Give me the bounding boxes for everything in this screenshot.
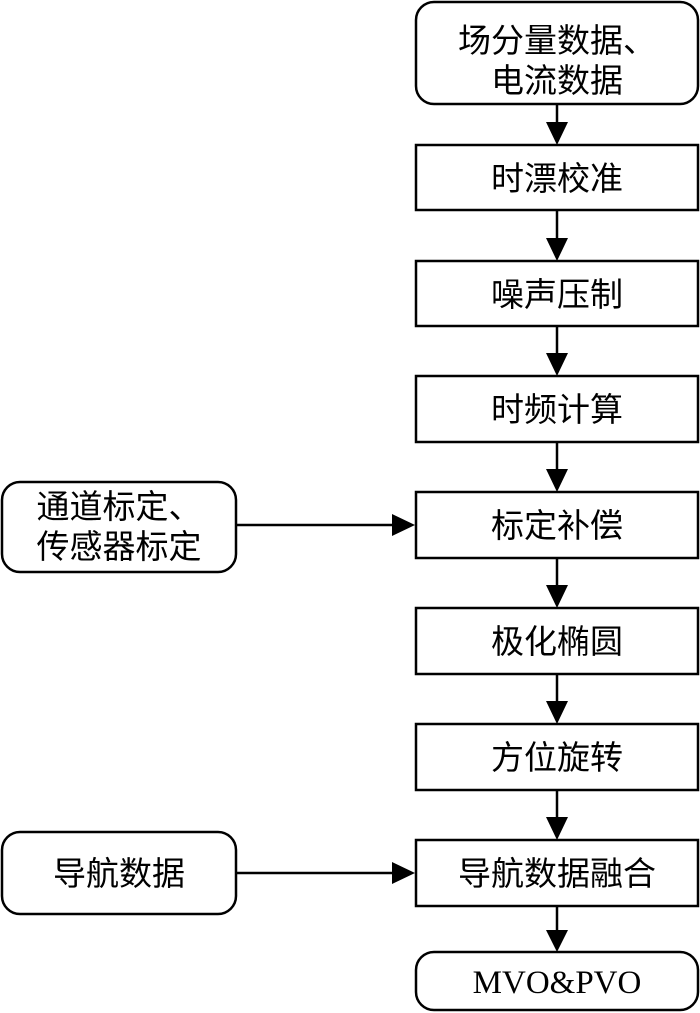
node-label: 方位旋转 xyxy=(491,738,623,777)
node-box xyxy=(414,0,700,106)
node-box xyxy=(414,259,700,328)
node-polarization-ellipse: 极化椭圆 xyxy=(414,606,700,676)
edges xyxy=(236,104,568,952)
node-label: 时漂校准 xyxy=(491,159,623,198)
node-label: 传感器标定 xyxy=(37,527,202,566)
edge-navdata-to-navfusion xyxy=(236,862,415,884)
edge-azimuth-to-navfusion xyxy=(546,790,568,840)
node-channel-sensor-calibration: 通道标定、 传感器标定 xyxy=(0,480,238,574)
edge-calcomp-to-polar xyxy=(546,558,568,608)
node-field-current-data: 场分量数据、 电流数据 xyxy=(414,0,700,106)
node-box xyxy=(414,374,700,444)
node-label: 导航数据 xyxy=(53,854,185,893)
node-noise-suppression: 噪声压制 xyxy=(414,259,700,328)
node-box xyxy=(414,143,700,212)
node-label: 标定补偿 xyxy=(491,506,623,545)
node-box xyxy=(414,606,700,676)
node-label: 电流数据 xyxy=(491,61,623,100)
node-time-freq-calc: 时频计算 xyxy=(414,374,700,444)
node-box xyxy=(414,838,700,908)
node-label: 噪声压制 xyxy=(491,275,623,314)
edge-noise-to-timefreq xyxy=(546,326,568,376)
node-label: 场分量数据、 xyxy=(458,21,656,60)
node-box xyxy=(414,722,700,792)
edge-field-to-drift xyxy=(546,104,568,145)
node-box xyxy=(414,950,700,1012)
node-label: MVO&PVO xyxy=(473,965,642,1001)
node-label: 导航数据融合 xyxy=(458,854,656,893)
node-label: 通道标定、 xyxy=(37,487,202,526)
edge-polar-to-azimuth xyxy=(546,674,568,724)
edge-channel-to-calcomp xyxy=(236,514,415,536)
node-calibration-compensation: 标定补偿 xyxy=(414,490,700,560)
node-label: 极化椭圆 xyxy=(491,622,623,661)
edge-drift-to-noise xyxy=(546,210,568,261)
node-drift-calibration: 时漂校准 xyxy=(414,143,700,212)
node-navigation-fusion: 导航数据融合 xyxy=(414,838,700,908)
node-azimuth-rotation: 方位旋转 xyxy=(414,722,700,792)
node-navigation-data: 导航数据 xyxy=(0,830,238,916)
node-box xyxy=(0,480,238,574)
edge-timefreq-to-calcomp xyxy=(546,442,568,492)
edge-navfusion-to-output xyxy=(546,906,568,952)
node-box xyxy=(414,490,700,560)
node-output: MVO&PVO xyxy=(414,950,700,1012)
node-label: 时频计算 xyxy=(491,390,623,429)
node-box xyxy=(0,830,238,916)
